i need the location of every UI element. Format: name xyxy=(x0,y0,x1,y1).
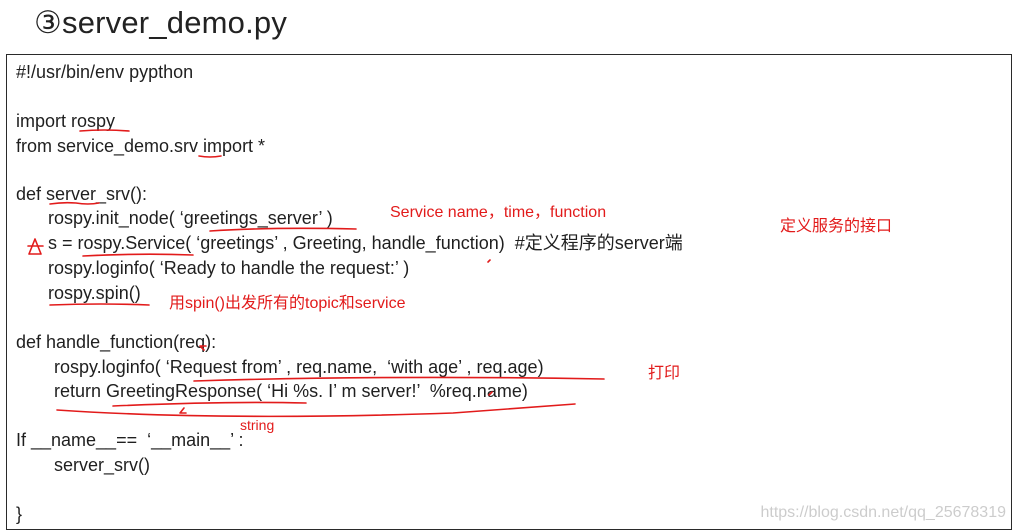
code-line-closing-brace: } xyxy=(16,504,23,524)
annotation-service-params: Service name，time，function xyxy=(390,204,607,221)
code-line-spin: rospy.spin() xyxy=(48,283,141,303)
code-line-server-call: server_srv() xyxy=(54,455,151,475)
annotation-define-interface: 定义服务的接口 xyxy=(780,218,893,235)
code-line-def-server: def server_srv(): xyxy=(16,184,148,204)
watermark: https://blog.csdn.net/qq_25678319 xyxy=(760,504,1006,521)
code-line-return: return GreetingResponse( ‘Hi %s. I’ m se… xyxy=(54,381,528,401)
code-line-init-node: rospy.init_node( ‘greetings_server’ ) xyxy=(48,208,333,228)
code-line-if-main: If __name__== ‘__main__’ : xyxy=(16,430,244,450)
annotation-print-note: 打印 xyxy=(648,365,681,382)
annotation-spin-note: 用spin()出发所有的topic和service xyxy=(169,295,406,312)
annotation-string-note: string xyxy=(240,417,275,433)
code-line-shebang: #!/usr/bin/env pypthon xyxy=(16,62,194,82)
code-line-service: s = rospy.Service( ‘greetings’ , Greetin… xyxy=(48,233,683,253)
page-title: ③server_demo.py xyxy=(34,5,288,40)
code-line-import-rospy: import rospy xyxy=(16,111,116,131)
code-line-from-import: from service_demo.srv import * xyxy=(16,136,266,156)
code-line-loginfo-request: rospy.loginfo( ‘Request from’ , req.name… xyxy=(54,357,544,377)
code-line-def-handle: def handle_function(req): xyxy=(16,332,217,352)
code-box xyxy=(6,54,1012,530)
code-line-loginfo-ready: rospy.loginfo( ‘Ready to handle the requ… xyxy=(48,258,410,278)
